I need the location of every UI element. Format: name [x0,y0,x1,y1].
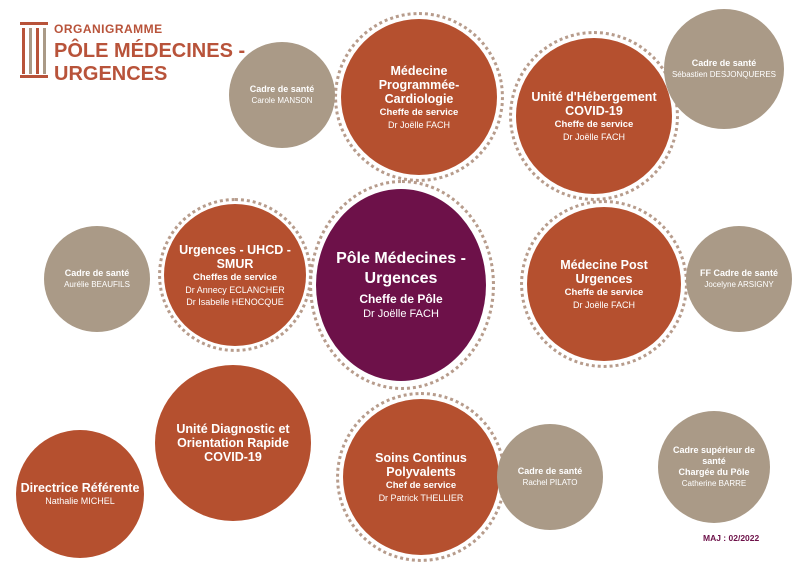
pole-center-node: Pôle Médecines - Urgences Cheffe de Pôle… [316,189,486,381]
cadre-name: Catherine BARRE [681,479,747,488]
unit-title-line: COVID-19 [204,450,262,464]
unit-role: Cheffes de service [193,271,277,283]
unit-title-line: COVID-19 [565,103,623,118]
unit-title-line: Médecine Post [560,257,648,272]
cadre-name: Rachel PILATO [522,478,578,487]
unit-role: Cheffe de service [379,106,459,118]
dotted-ring-hebergement-covid [509,31,679,201]
unit-soins-continus: Soins Continus Polyvalents Chef de servi… [343,399,499,555]
cadre-arsigny-node: FF Cadre de santé Jocelyne ARSIGNY [686,226,792,332]
unit-head-name: Dr Isabelle HENOCQUE [186,296,284,307]
unit-role: Cheffe de service [554,118,634,130]
unit-title-line: Unité Diagnostic et [176,422,290,436]
unit-title-line: Polyvalents [386,464,456,479]
unit-title-line: Soins Continus [375,450,467,465]
unit-hebergement-covid: Unité d'Hébergement COVID-19 Cheffe de s… [516,38,672,194]
unit-title-line: Cardiologie [384,91,454,106]
unit-title-line: Médecine [390,63,448,78]
page-title-line1: PÔLE MÉDECINES - [54,40,246,62]
dotted-ring-medecine-programmee [334,12,504,182]
cadre-pilato-node: Cadre de santé Rachel PILATO [497,424,603,530]
unit-head-name: Dr Annecy ECLANCHER [185,284,285,295]
cadre-beaufils-node: Cadre de santé Aurélie BEAUFILS [44,226,150,332]
unit-head-name: Dr Joëlle FACH [387,119,450,130]
cadre-role: Cadre de santé [691,58,757,68]
unit-role: Chef de service [385,479,457,491]
unit-title-line: Urgences - UHCD - [179,242,291,257]
unit-title-line: Orientation Rapide [177,436,289,450]
unit-medecine-programmee: Médecine Programmée- Cardiologie Cheffe … [341,19,497,175]
pole-title-line1: Pôle Médecines - [336,249,466,267]
unit-title-line: Programmée- [378,77,460,92]
cadre-role: FF Cadre de santé [699,268,779,278]
unit-diagnostic-covid: Unité Diagnostic et Orientation Rapide C… [155,365,311,521]
pole-title-line2: Urgences [364,269,438,287]
cadre-role: Cadre de santé [517,466,583,476]
cadre-manson-node: Cadre de santé Carole MANSON [229,42,335,148]
cadre-role: Cadre de santé [249,84,315,94]
directrice-name: Nathalie MICHEL [45,496,115,506]
cadre-name: Jocelyne ARSIGNY [704,280,774,289]
pole-head-name: Dr Joëlle FACH [363,307,439,320]
page-title: PÔLE MÉDECINES - URGENCES [54,40,245,86]
unit-urgences-uhcd-smur: Urgences - UHCD - SMUR Cheffes de servic… [164,204,306,346]
cadre-name: Sébastien DESJONQUERES [671,70,777,79]
update-date: MAJ : 02/2022 [703,533,760,543]
page-title-line2: URGENCES [54,63,168,85]
directrice-node: Directrice Référente Nathalie MICHEL [16,430,144,558]
cadre-barre-node: Cadre supérieur de santé Chargée du Pôle… [658,411,770,523]
cadre-role: Chargée du Pôle [678,467,750,477]
cadre-desjonqueres-node: Cadre de santé Sébastien DESJONQUERES [664,9,784,129]
unit-head-name: Dr Patrick THELLIER [378,492,464,503]
cadre-role: Cadre de santé [64,268,130,278]
unit-title-line: SMUR [216,256,254,271]
cadre-name: Aurélie BEAUFILS [64,280,130,289]
dotted-ring-urgences-uhcd [158,198,312,352]
directrice-role: Directrice Référente [20,481,140,495]
unit-medecine-post-urgences: Médecine Post Urgences Cheffe de service… [527,207,681,361]
unit-head-name: Dr Joëlle FACH [562,131,625,142]
unit-role: Cheffe de service [564,286,644,298]
header-kicker: ORGANIGRAMME [54,22,163,36]
unit-title-line: Unité d'Hébergement [531,89,657,104]
unit-head-name: Dr Joëlle FACH [572,299,635,310]
cadre-name: Carole MANSON [251,96,313,105]
columns-logo-icon [20,22,48,78]
cadre-role: santé [702,456,726,466]
pole-role: Cheffe de Pôle [359,291,443,306]
unit-title-line: Urgences [575,271,633,286]
cadre-role: Cadre supérieur de [672,445,756,455]
